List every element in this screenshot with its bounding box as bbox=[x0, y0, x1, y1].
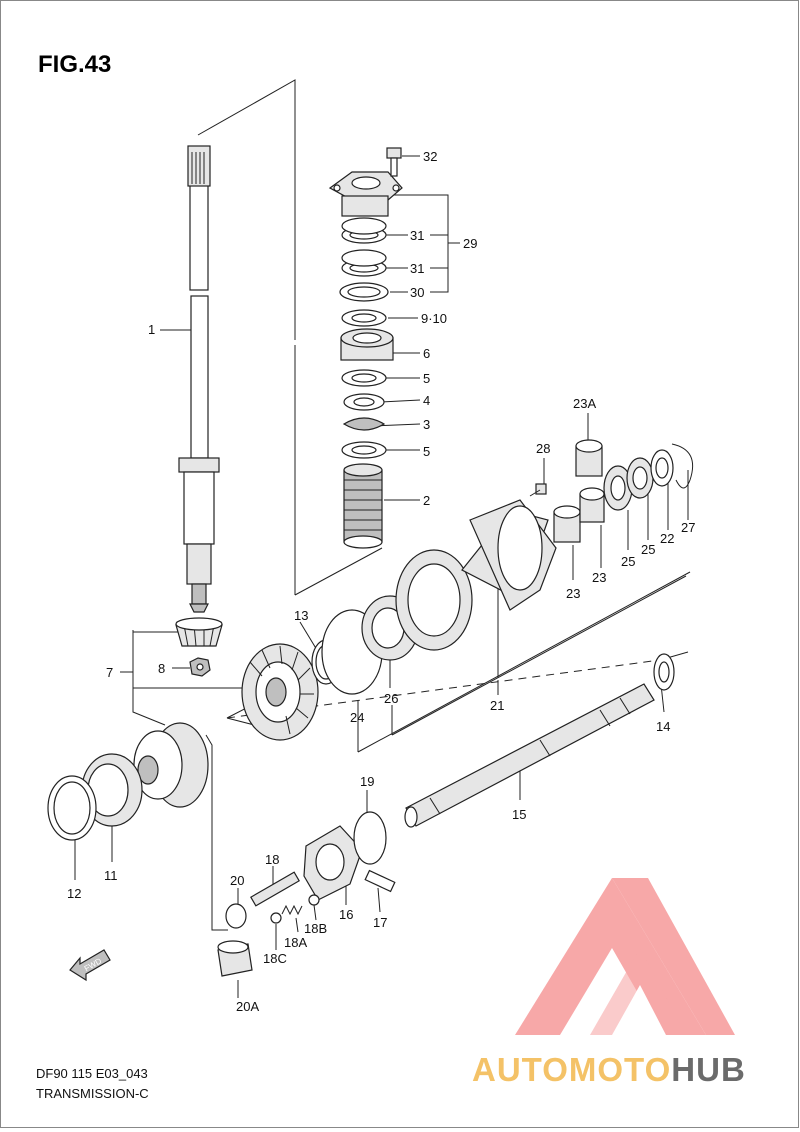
callout-29: 29 bbox=[463, 236, 477, 251]
callout-25-left: 25 bbox=[621, 554, 635, 569]
callout-12: 12 bbox=[67, 886, 81, 901]
callout-9-10: 9·10 bbox=[421, 311, 447, 326]
callout-23-left: 23 bbox=[566, 586, 580, 601]
section-name: TRANSMISSION-C bbox=[36, 1086, 149, 1101]
part-22-washer bbox=[650, 449, 674, 487]
callout-26: 26 bbox=[384, 691, 398, 706]
part-18A-ball bbox=[308, 894, 320, 906]
callout-6: 6 bbox=[423, 346, 430, 361]
callout-8: 8 bbox=[158, 661, 165, 676]
part-25-bearing-2 bbox=[626, 457, 654, 499]
part-18C-ball bbox=[270, 912, 282, 924]
part-21-propeller-shaft-housing bbox=[395, 499, 557, 651]
part-7-reverse-gear bbox=[133, 722, 209, 808]
callout-17: 17 bbox=[373, 915, 387, 930]
callout-21: 21 bbox=[490, 698, 504, 713]
part-23-needle-bearing-2 bbox=[579, 487, 605, 523]
callout-labels: 1 2 3 4 5 5 6 7 8 9·10 11 12 13 14 15 16… bbox=[67, 149, 695, 1014]
part-15-propeller-shaft bbox=[404, 683, 655, 828]
callout-23A: 23A bbox=[573, 396, 596, 411]
callout-20: 20 bbox=[230, 873, 244, 888]
shaft-washer-stack bbox=[339, 217, 394, 459]
part-29-bearing-housing bbox=[328, 171, 403, 217]
fwd-direction-marker: FWD bbox=[69, 949, 111, 982]
part-23A-bearing bbox=[575, 439, 603, 477]
callout-5-upper: 5 bbox=[423, 371, 430, 386]
part-27-circlip bbox=[671, 443, 694, 489]
part-28-bolt bbox=[529, 483, 547, 497]
callout-23-right: 23 bbox=[592, 570, 606, 585]
callout-15: 15 bbox=[512, 807, 526, 822]
callout-28: 28 bbox=[536, 441, 550, 456]
model-code: DF90 115 E03_043 bbox=[36, 1066, 148, 1081]
callout-3: 3 bbox=[423, 417, 430, 432]
callout-25-right: 25 bbox=[641, 542, 655, 557]
callout-27: 27 bbox=[681, 520, 695, 535]
callout-32: 32 bbox=[423, 149, 437, 164]
part-2-bushing bbox=[343, 463, 383, 549]
part-12-oil-seal-ring bbox=[47, 775, 97, 841]
callout-11: 11 bbox=[104, 868, 118, 883]
figure-title: FIG.43 bbox=[38, 51, 111, 78]
part-16-clutch-dog bbox=[303, 825, 363, 901]
logo-text-automoto: AUTOMOTOHUB bbox=[472, 1051, 746, 1088]
part-25-bearing bbox=[603, 465, 633, 511]
part-19-spring-ring bbox=[353, 811, 387, 865]
part-8-nut bbox=[189, 657, 211, 677]
callout-4: 4 bbox=[423, 393, 430, 408]
arrow-left-icon bbox=[69, 949, 111, 982]
callout-2: 2 bbox=[423, 493, 430, 508]
part-14-thrust-washer bbox=[653, 653, 675, 691]
part-26-bearing bbox=[361, 595, 419, 661]
callout-7: 7 bbox=[106, 665, 113, 680]
part-18B-spring bbox=[281, 904, 303, 916]
callout-18B: 18B bbox=[304, 921, 327, 936]
callout-31-upper: 31 bbox=[410, 228, 424, 243]
callout-30: 30 bbox=[410, 285, 424, 300]
callout-22: 22 bbox=[660, 531, 674, 546]
callout-14: 14 bbox=[656, 719, 670, 734]
callout-16: 16 bbox=[339, 907, 353, 922]
callout-5-lower: 5 bbox=[423, 444, 430, 459]
part-20A-sleeve bbox=[217, 940, 253, 977]
part-32-bolt bbox=[386, 147, 402, 177]
callout-31-lower: 31 bbox=[410, 261, 424, 276]
part-24-forward-gear bbox=[241, 643, 319, 741]
callout-18A: 18A bbox=[284, 935, 307, 950]
automotohub-logo bbox=[515, 878, 735, 1035]
callout-19: 19 bbox=[360, 774, 374, 789]
callout-1: 1 bbox=[148, 322, 155, 337]
part-18-push-rod bbox=[250, 871, 300, 907]
part-7-pinion-gear bbox=[175, 617, 223, 647]
part-17-pin bbox=[364, 869, 396, 893]
callout-20A: 20A bbox=[236, 999, 259, 1014]
callout-18: 18 bbox=[265, 852, 279, 867]
callout-13: 13 bbox=[294, 608, 308, 623]
callout-18C: 18C bbox=[263, 951, 287, 966]
part-20-ring bbox=[225, 903, 247, 929]
callout-24: 24 bbox=[350, 710, 364, 725]
part-1-drive-shaft bbox=[178, 145, 220, 613]
part-23-needle-bearing bbox=[553, 505, 581, 543]
